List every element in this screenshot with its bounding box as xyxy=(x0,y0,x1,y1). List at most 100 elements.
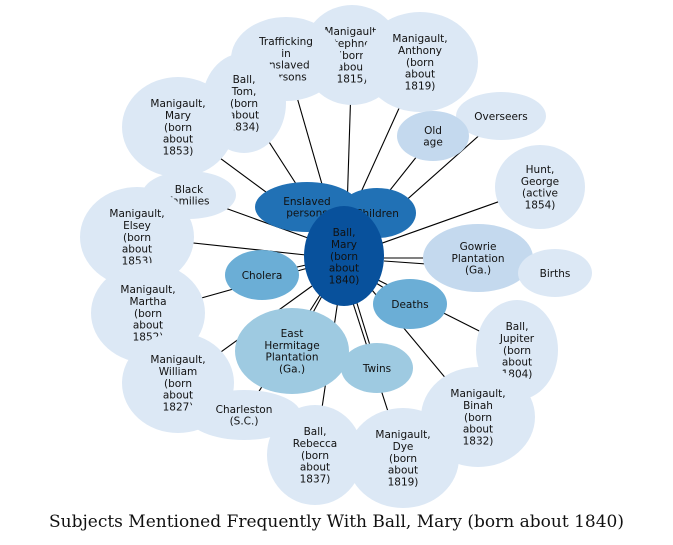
bubble-label-line: (born xyxy=(230,98,258,110)
bubble-shape-old-age xyxy=(397,111,469,161)
bubble-label-line: (Ga.) xyxy=(465,265,491,277)
bubble-label-line: about xyxy=(405,69,435,81)
bubble-label-twins: Twins xyxy=(362,363,391,375)
bubble-shape-deaths xyxy=(373,279,447,329)
bubble-label-line: about xyxy=(122,244,152,256)
bubble-label-line: Ball, xyxy=(333,227,356,239)
diagram-title: Subjects Mentioned Frequently With Ball,… xyxy=(49,512,624,532)
bubble-overseers[interactable]: Overseers xyxy=(456,92,546,140)
bubble-label-line: Plantation xyxy=(265,352,318,364)
bubble-label-line: 1819) xyxy=(405,80,436,92)
bubble-label-line: (born xyxy=(123,232,151,244)
bubble-label-line: 1832) xyxy=(463,435,494,447)
bubble-label-line: about xyxy=(163,390,193,402)
bubble-label-line: (born xyxy=(134,308,162,320)
bubble-label-line: 1853) xyxy=(163,145,194,157)
bubble-label-line: (S.C.) xyxy=(230,416,259,428)
bubble-label-line: Binah xyxy=(463,400,493,412)
bubble-shape-births xyxy=(518,249,592,297)
bubble-label-line: (born xyxy=(338,50,366,62)
bubble-label-line: 1854) xyxy=(525,200,556,212)
bubble-label-line: persons xyxy=(286,208,327,220)
bubble-label-charleston: Charleston(S.C.) xyxy=(216,404,273,428)
bubble-label-line: (Ga.) xyxy=(279,364,305,376)
bubble-label-line: about xyxy=(133,320,163,332)
bubble-shape-east-hermitage xyxy=(235,308,349,394)
bubble-label-line: Manigault, xyxy=(109,208,164,220)
bubble-label-line: (born xyxy=(389,453,417,465)
bubble-label-line: (born xyxy=(164,378,192,390)
bubble-shape-hunt-george xyxy=(495,145,585,229)
bubble-label-line: East xyxy=(281,328,304,340)
bubble-cholera[interactable]: Cholera xyxy=(225,250,299,300)
bubble-label-line: Charleston xyxy=(216,404,273,416)
bubble-label-line: Black xyxy=(175,184,204,196)
bubble-label-line: (active xyxy=(522,188,558,200)
bubble-label-line: about xyxy=(229,110,259,122)
bubble-label-line: Hunt, xyxy=(526,164,555,176)
bubble-label-line: age xyxy=(423,137,443,149)
bubble-label-line: (born xyxy=(301,450,329,462)
bubble-label-line: about xyxy=(337,62,367,74)
bubble-label-line: Trafficking xyxy=(258,36,313,48)
bubble-label-line: Manigault, xyxy=(150,98,205,110)
bubble-label-line: 1815) xyxy=(337,73,368,85)
bubble-label-line: 1819) xyxy=(388,476,419,488)
bubble-shape-manigault-anthony xyxy=(362,12,478,112)
bubble-label-line: (born xyxy=(406,57,434,69)
bubble-label-line: about xyxy=(463,424,493,436)
bubble-label-line: Mary xyxy=(165,110,191,122)
bubble-charleston[interactable]: Charleston(S.C.) xyxy=(187,390,301,440)
bubble-label-line: Births xyxy=(540,268,571,280)
bubble-shape-charleston xyxy=(187,390,301,440)
bubble-deaths[interactable]: Deaths xyxy=(373,279,447,329)
bubble-label-line: Tom, xyxy=(231,86,257,98)
bubble-label-line: Plantation xyxy=(451,253,504,265)
bubble-label-line: Cholera xyxy=(242,270,283,282)
bubble-label-deaths: Deaths xyxy=(391,299,428,311)
bubble-label-overseers: Overseers xyxy=(474,111,527,123)
bubble-label-line: Ball, xyxy=(304,426,327,438)
bubble-label-line: Manigault, xyxy=(392,33,447,45)
bubble-shape-manigault-elsey xyxy=(80,187,194,287)
bubble-label-line: George xyxy=(521,176,559,188)
bubble-shape-cholera xyxy=(225,250,299,300)
bubble-label-line: Overseers xyxy=(474,111,527,123)
bubble-label-line: Hermitage xyxy=(264,340,319,352)
bubble-label-line: Mary xyxy=(331,239,357,251)
bubble-label-line: Dye xyxy=(393,441,414,453)
bubble-label-line: 1834) xyxy=(229,121,260,133)
bubble-label-line: Elsey xyxy=(123,220,151,232)
bubble-label-line: Manigault, xyxy=(450,388,505,400)
bubble-label-line: about xyxy=(163,134,193,146)
bubble-twins[interactable]: Twins xyxy=(341,343,413,393)
bubble-label-line: Jupiter xyxy=(499,333,535,345)
bubble-label-line: Martha xyxy=(129,296,166,308)
bubble-label-line: Anthony xyxy=(398,45,442,57)
bubble-births[interactable]: Births xyxy=(518,249,592,297)
bubble-label-line: Enslaved xyxy=(283,196,330,208)
bubble-label-line: Manigault, xyxy=(375,429,430,441)
bubble-label-line: Gowrie xyxy=(460,241,497,253)
bubble-shape-overseers xyxy=(456,92,546,140)
